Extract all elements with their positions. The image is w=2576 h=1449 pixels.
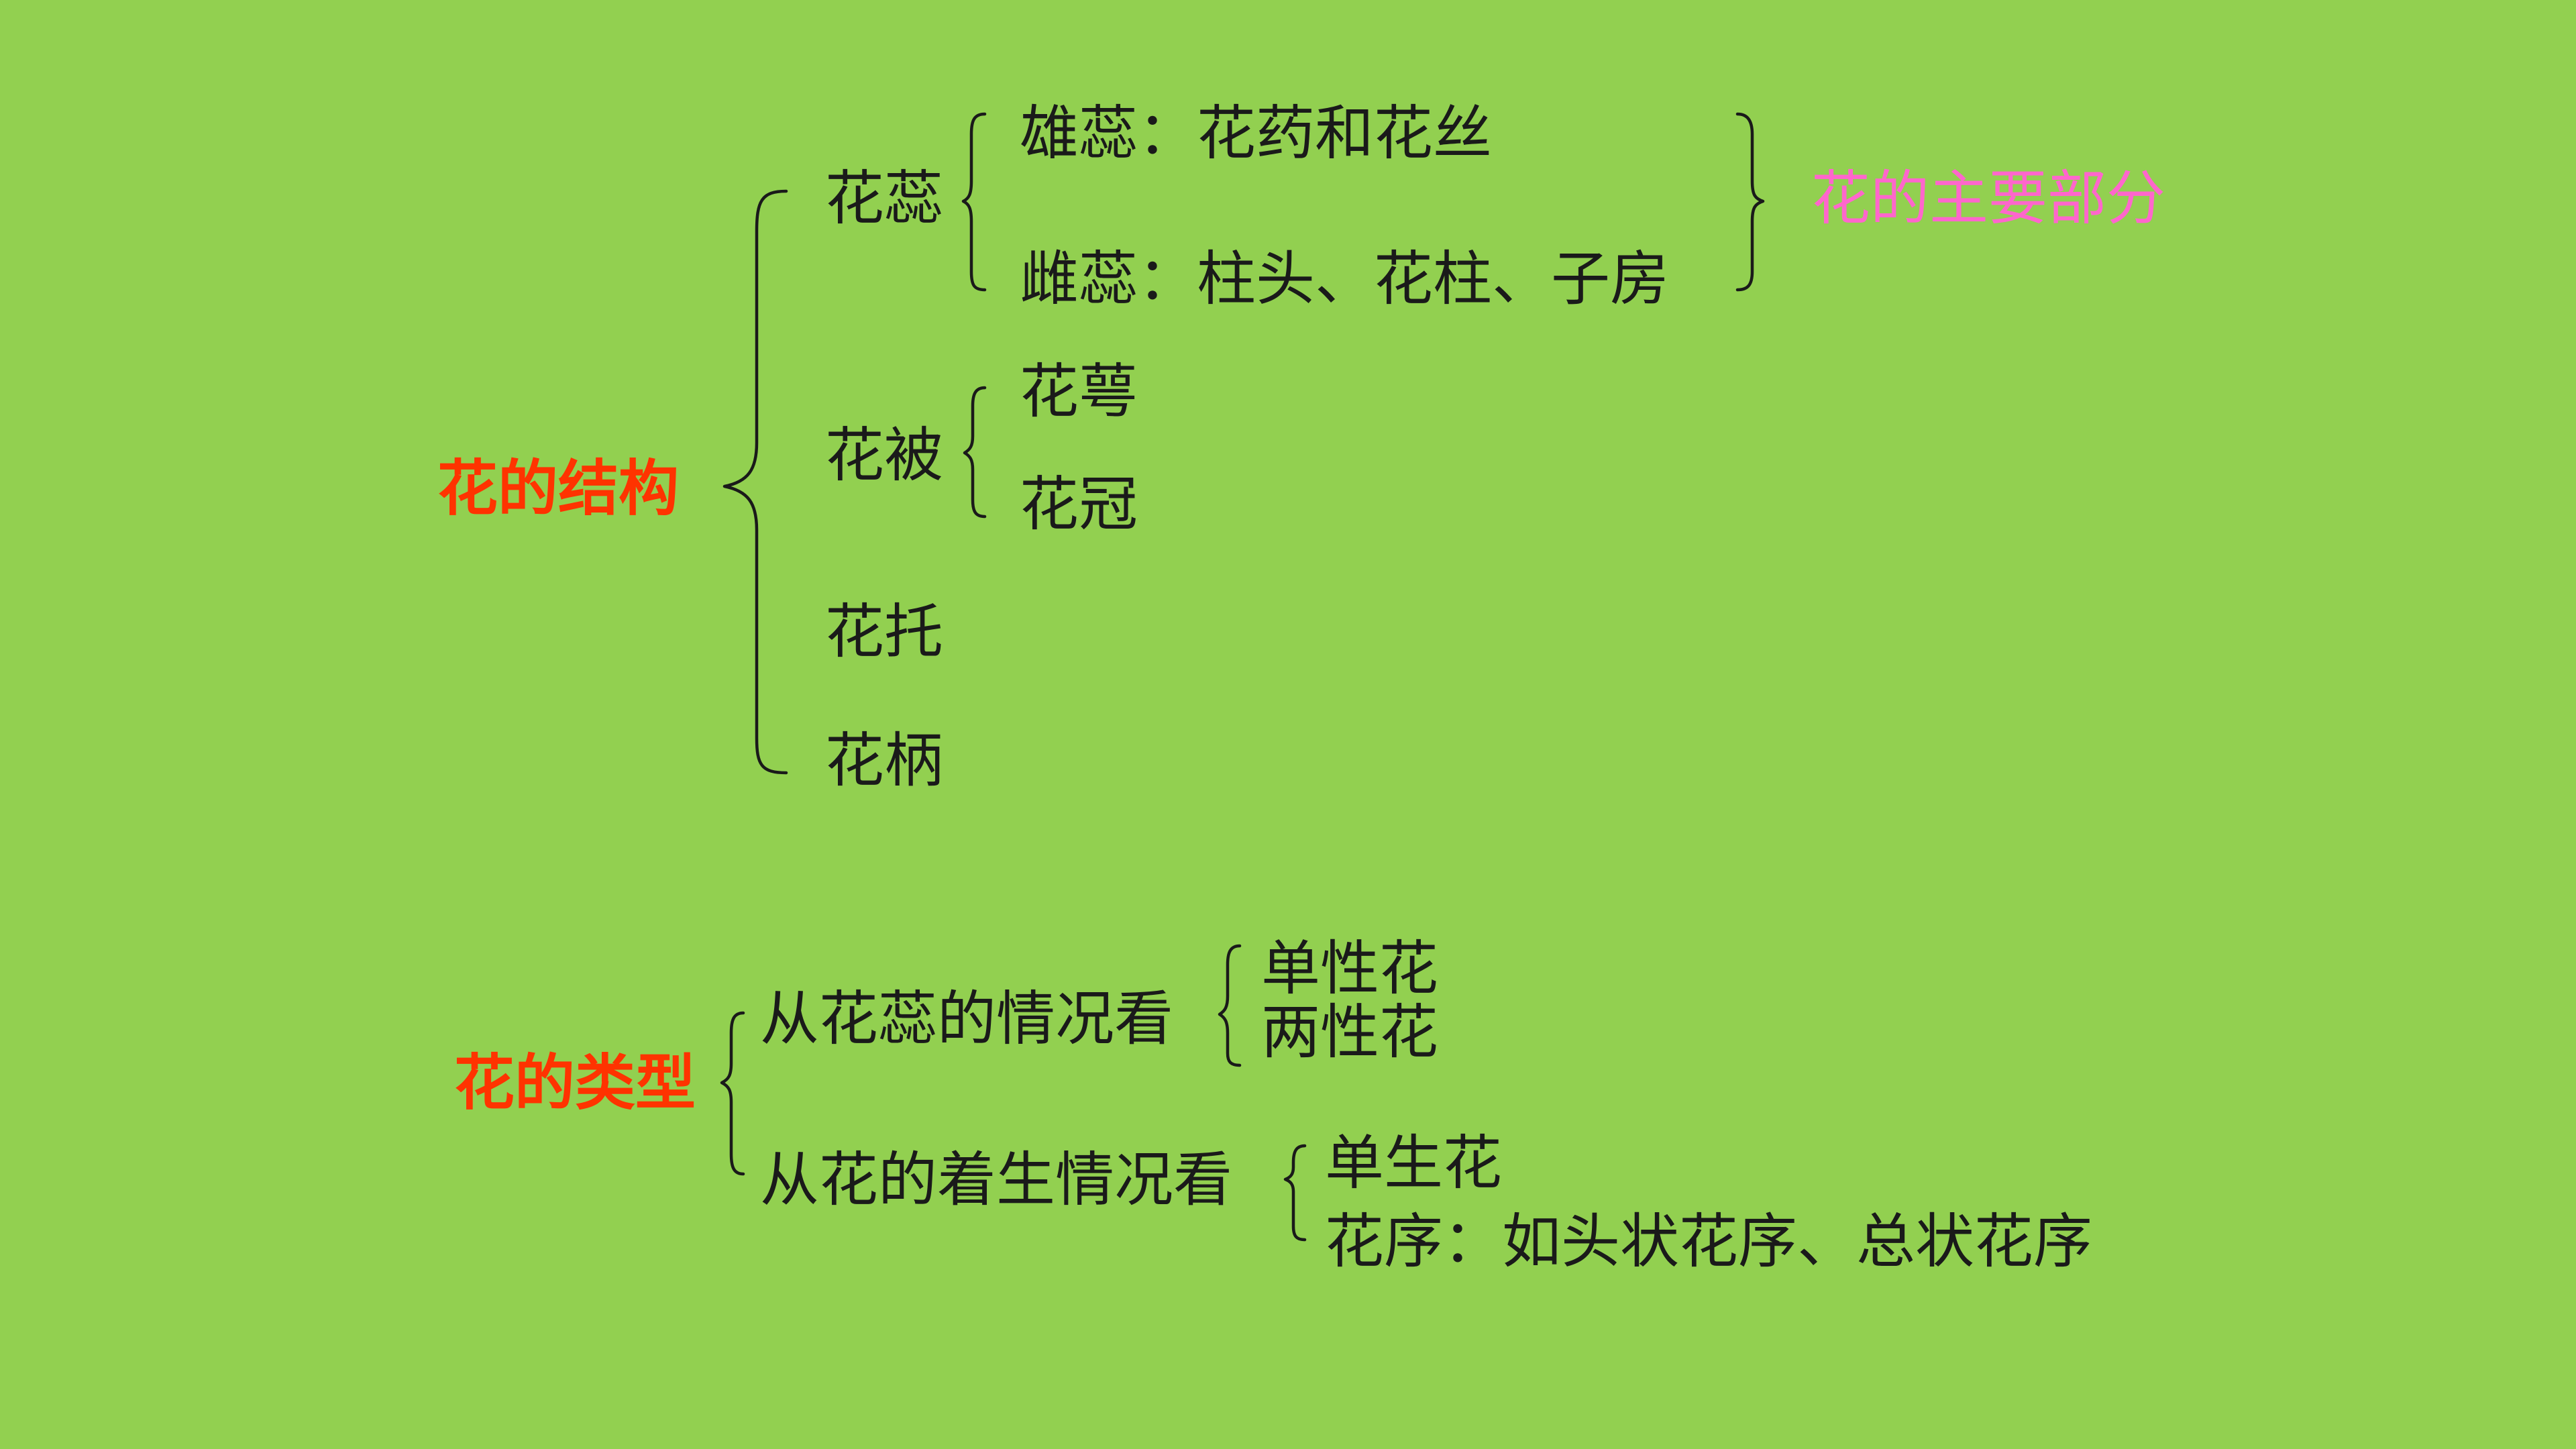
- by-arrangement-label: 从花的着生情况看: [760, 1145, 1233, 1214]
- main-parts-brace: [1735, 112, 1765, 292]
- stamen-text: 雄蕊：花药和花丝: [1020, 99, 1493, 168]
- sepal-text: 花萼: [1020, 357, 1138, 426]
- by-stamen-pistil-label: 从花蕊的情况看: [760, 984, 1174, 1053]
- types-main-brace: [720, 1011, 745, 1176]
- pistil-stamen-label: 花蕊: [825, 164, 944, 233]
- stamen-pistil-type-brace: [1218, 944, 1242, 1067]
- bisexual-flower-text: 两性花: [1261, 998, 1439, 1067]
- arrangement-type-brace: [1283, 1144, 1307, 1242]
- perianth-label: 花被: [825, 421, 944, 490]
- petal-text: 花冠: [1020, 470, 1138, 539]
- inflorescence-text: 花序：如头状花序、总状花序: [1325, 1207, 2093, 1276]
- main-parts-note: 花的主要部分: [1811, 164, 2166, 233]
- unisexual-flower-text: 单性花: [1261, 934, 1439, 1003]
- pistil-stamen-brace: [961, 112, 987, 292]
- pedicel-text: 花柄: [825, 726, 944, 795]
- perianth-brace: [963, 386, 987, 519]
- solitary-flower-text: 单生花: [1325, 1128, 1503, 1197]
- types-heading: 花的类型: [454, 1048, 696, 1118]
- structure-heading: 花的结构: [437, 453, 679, 524]
- structure-main-brace: [722, 189, 788, 775]
- pistil-text: 雌蕊：柱头、花柱、子房: [1020, 244, 1670, 313]
- receptacle-text: 花托: [825, 597, 944, 666]
